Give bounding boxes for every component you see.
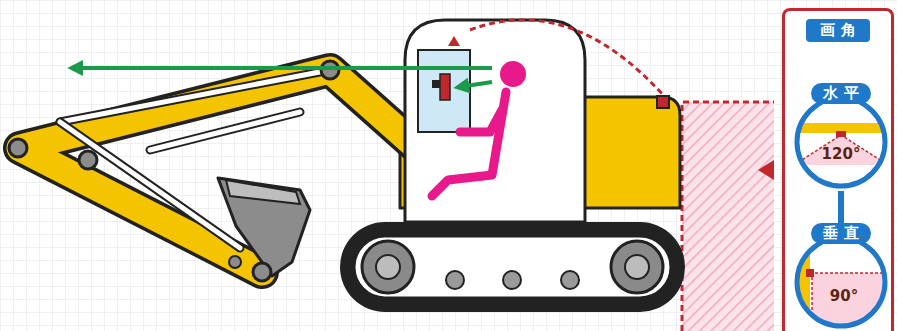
axis-label: 水 平 — [811, 83, 870, 104]
angle-circle: 水 平 120° — [794, 83, 888, 191]
angle-circle: 垂 直 90° — [794, 223, 888, 331]
angle-value: 90° — [830, 287, 858, 305]
vertical-angle-icon — [794, 235, 888, 329]
axis-label: 垂 直 — [811, 223, 870, 244]
view-angle-panel: 画 角水 平 120° 垂 直 90° — [782, 8, 894, 331]
connector-line — [838, 191, 844, 223]
horizontal-angle-icon — [794, 95, 888, 189]
angle-value: 120° — [822, 145, 861, 163]
panel-heading: 画 角 — [806, 19, 869, 42]
